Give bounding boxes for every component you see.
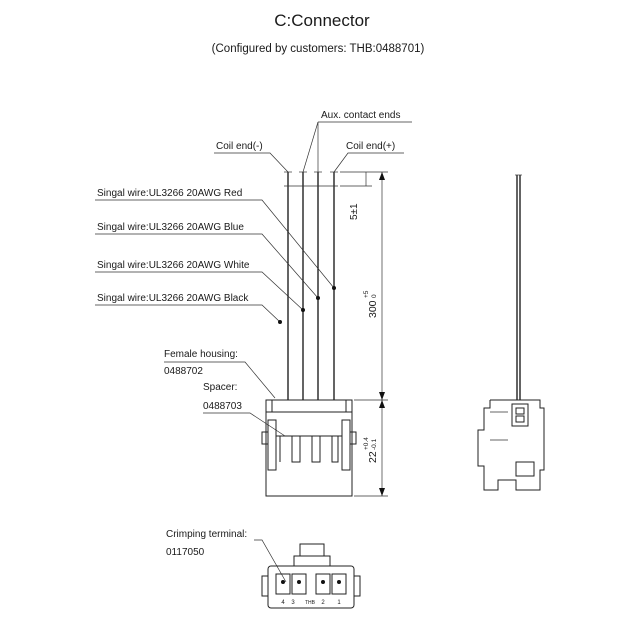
label-female-housing-part: 0488702 <box>164 366 203 377</box>
label-coil-end-plus: Coil end(+) <box>346 141 395 152</box>
pin-label-1: 1 <box>337 600 341 606</box>
terminal-cavity-1 <box>331 573 347 595</box>
leader-spacer <box>203 412 286 437</box>
terminal-dot-3 <box>297 580 301 584</box>
label-spacer: Spacer: <box>203 382 237 393</box>
housing-left-tab <box>261 431 269 445</box>
side-window-inner-2 <box>515 415 525 423</box>
diagram-subtitle: (Configured by customers: THB:0488701) <box>212 43 425 55</box>
pin-label-4: 4 <box>281 600 285 606</box>
spacer-meander <box>279 435 339 463</box>
housing-left-latch <box>267 419 277 471</box>
connector-bottom-view <box>261 543 361 609</box>
label-spacer-part: 0488703 <box>203 401 242 412</box>
label-crimping-terminal: Crimping terminal: <box>166 529 247 540</box>
terminal-dot-1 <box>337 580 341 584</box>
coil-minus-leader <box>214 152 289 173</box>
aux-leader-1 <box>302 121 319 173</box>
dot-white <box>301 308 305 312</box>
dot-blue <box>316 296 320 300</box>
coil-plus-leader <box>333 152 404 173</box>
terminal-cavity-3 <box>291 573 307 595</box>
terminal-cavity-2 <box>315 573 331 595</box>
wire-bundle <box>284 171 338 400</box>
dim-wire-tol-upper: +5 <box>363 290 370 298</box>
bottom-tab-base <box>293 555 331 567</box>
diagram-title: C:Connector <box>274 11 370 30</box>
side-window <box>511 403 529 427</box>
label-crimping-terminal-part: 0117050 <box>166 547 205 558</box>
pin-label-3: 3 <box>291 600 295 606</box>
terminal-cavity-4 <box>275 573 291 595</box>
terminal-dot-2 <box>321 580 325 584</box>
label-signal-blue: Singal wire:UL3266 20AWG Blue <box>97 222 244 233</box>
side-bottom-detail <box>515 461 535 477</box>
dim-strip-text: 5±1 <box>349 203 360 220</box>
housing-outline <box>265 399 353 497</box>
pin-label-2: 2 <box>321 600 325 606</box>
label-signal-red: Singal wire:UL3266 20AWG Red <box>97 188 242 199</box>
bottom-top-tab <box>299 543 325 557</box>
dim-housing-value: 22 <box>367 451 379 463</box>
connector-side-view <box>477 174 545 491</box>
side-window-inner-1 <box>515 407 525 415</box>
dot-red <box>332 286 336 290</box>
leader-red <box>95 199 335 289</box>
leader-black <box>95 304 281 323</box>
bottom-right-ear <box>353 575 361 597</box>
label-female-housing: Female housing: <box>164 349 238 360</box>
side-housing-outline <box>477 399 545 491</box>
housing-right-tab <box>349 431 357 445</box>
dim-wire-tol-lower: 0 <box>371 294 378 298</box>
dim-housing-tol-lower: -0.1 <box>371 438 378 450</box>
dim-housing-tol-upper: +0.4 <box>363 437 370 450</box>
label-coil-end-minus: Coil end(-) <box>216 141 263 152</box>
arrow-housing-top <box>379 400 385 408</box>
label-aux-contact-ends: Aux. contact ends <box>321 110 401 121</box>
bottom-left-ear <box>261 575 269 597</box>
leader-female-housing <box>164 361 276 399</box>
leader-blue <box>95 233 319 299</box>
leader-crimping-terminal <box>254 539 287 583</box>
housing-right-latch <box>341 419 351 471</box>
label-signal-black: Singal wire:UL3266 20AWG Black <box>97 293 249 304</box>
dimension-lines <box>340 171 388 497</box>
dot-black <box>278 320 282 324</box>
female-housing-front <box>261 399 357 497</box>
leader-white <box>95 271 304 311</box>
label-signal-white: Singal wire:UL3266 20AWG White <box>97 260 250 271</box>
arrow-housing-bottom <box>379 488 385 496</box>
arrow-wire-top <box>379 172 385 180</box>
pin-label-center: THB <box>305 600 316 606</box>
terminal-dot-4 <box>281 580 285 584</box>
dim-wire-value: 300 <box>367 300 379 318</box>
arrow-wire-bottom <box>379 392 385 400</box>
